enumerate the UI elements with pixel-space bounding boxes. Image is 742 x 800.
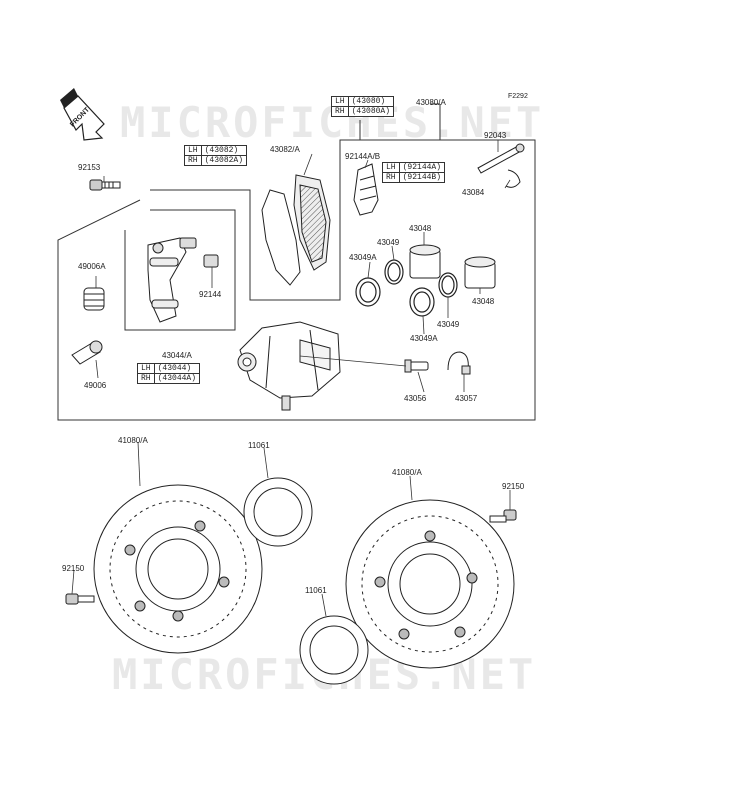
piston-43048-right-icon xyxy=(464,256,496,289)
boot-49006A-icon xyxy=(83,287,105,311)
watermark-top: MICROFICHES.NET xyxy=(120,98,545,147)
bleed-cap-icon xyxy=(447,351,471,375)
caliper-group-outline xyxy=(57,103,536,421)
lh-label: LH xyxy=(185,146,202,156)
part-label-43048-right: 43048 xyxy=(472,297,495,306)
part-label-43057: 43057 xyxy=(455,394,478,403)
side-table-43080: LH(43080) RH(43080A) xyxy=(331,96,395,117)
brake-disc-left-icon xyxy=(93,484,263,654)
part-label-92150-left: 92150 xyxy=(62,564,85,573)
boot-92144-icon xyxy=(203,254,219,268)
part-label-43049-mid: 43049 xyxy=(437,320,460,329)
lh-label: LH xyxy=(332,97,349,107)
part-label-43049A-bottom: 43049A xyxy=(410,334,438,343)
lh-label: LH xyxy=(138,364,155,374)
figure-ref-code: F2292 xyxy=(508,93,528,100)
part-label-43049-top: 43049 xyxy=(377,238,400,247)
rh-label: RH xyxy=(138,373,155,383)
part-label-41080A-right: 41080/A xyxy=(392,468,422,477)
lh-part: (43080) xyxy=(348,97,394,107)
pad-pin-icon xyxy=(477,143,525,174)
seal-rings-icon xyxy=(355,259,458,317)
side-table-43082: LH(43082) RH(43082A) xyxy=(184,145,248,166)
pin-clip-icon xyxy=(505,169,521,188)
part-label-92043: 92043 xyxy=(484,131,507,140)
part-label-43049A-left: 43049A xyxy=(349,253,377,262)
part-label-92150-right: 92150 xyxy=(502,482,525,491)
part-label-49006: 49006 xyxy=(84,381,107,390)
front-arrow-icon xyxy=(60,88,105,141)
brake-pads-icon xyxy=(261,174,331,286)
sleeve-49006-icon xyxy=(71,340,103,365)
shim-top-icon xyxy=(243,477,313,547)
part-label-92153: 92153 xyxy=(78,163,101,172)
rh-part: (43044A) xyxy=(157,374,197,383)
rh-label: RH xyxy=(185,155,202,165)
caliper-bracket-icon xyxy=(147,237,197,323)
bleed-valve-icon xyxy=(404,359,429,373)
part-label-43082A: 43082/A xyxy=(270,145,300,154)
part-label-43056: 43056 xyxy=(404,394,427,403)
brake-disc-right-icon xyxy=(345,499,515,669)
bolt-92150-right-icon xyxy=(489,509,517,523)
part-label-92144: 92144 xyxy=(199,290,222,299)
part-label-43080A: 43080/A xyxy=(416,98,446,107)
part-label-43044A: 43044/A xyxy=(162,351,192,360)
rh-part: (43082A) xyxy=(204,156,244,165)
rh-label: RH xyxy=(332,106,349,116)
rh-part: (43080A) xyxy=(351,107,391,116)
lh-part: (92144A) xyxy=(399,163,445,173)
part-label-41080A-left: 41080/A xyxy=(118,436,148,445)
part-label-11061-bottom: 11061 xyxy=(305,586,327,595)
part-label-11061-top: 11061 xyxy=(248,441,270,450)
part-label-92144AB: 92144A/B xyxy=(345,152,381,161)
rh-label: RH xyxy=(383,172,400,182)
piston-43048-top-icon xyxy=(409,244,441,279)
caliper-body-icon xyxy=(237,321,341,411)
leader-lines xyxy=(71,140,511,617)
part-label-49006A: 49006A xyxy=(78,262,106,271)
lh-part: (43044) xyxy=(154,364,200,374)
bolt-92153-icon xyxy=(89,179,121,191)
pad-spring-icon xyxy=(353,163,379,216)
side-table-43044: LH(43044) RH(43044A) xyxy=(137,363,201,384)
lh-label: LH xyxy=(383,163,400,173)
side-table-92144: LH(92144A) RH(92144B) xyxy=(382,162,446,183)
rh-part: (92144B) xyxy=(402,173,442,182)
bolt-92150-left-icon xyxy=(65,593,95,605)
part-label-43048-top: 43048 xyxy=(409,224,432,233)
lh-part: (43082) xyxy=(201,146,247,156)
shim-bottom-icon xyxy=(299,615,369,685)
part-label-43084: 43084 xyxy=(462,188,485,197)
